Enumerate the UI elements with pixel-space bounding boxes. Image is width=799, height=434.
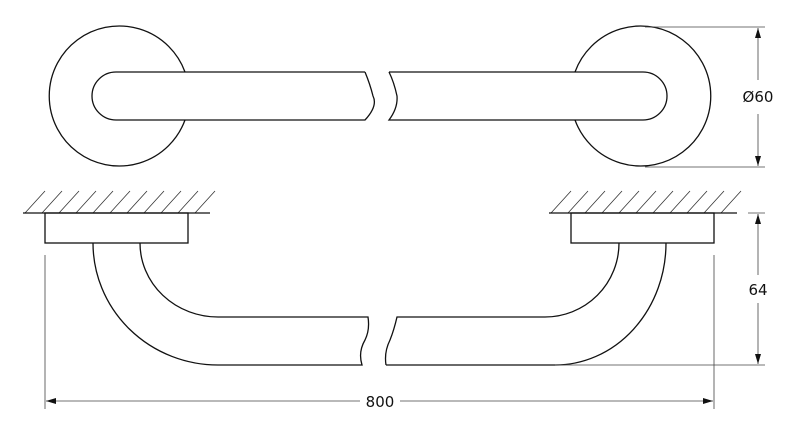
projection-label: 64 [748,281,767,299]
hatch-line [584,190,606,214]
diameter-label: Ø60 [743,88,774,106]
left-pipe-bend [92,242,370,366]
hatch-line [143,190,165,214]
left-bar-segment [91,71,376,121]
hatch-line [58,190,80,214]
hatch-line [703,190,725,214]
projection-dimension: 64 [555,212,768,366]
hatch-line [126,190,148,214]
hatch-line [652,190,674,214]
hatch-line [41,190,63,214]
hatch-line [92,190,114,214]
hatch-line [177,190,199,214]
hatch-line [618,190,640,214]
left-mount-plate [44,212,189,244]
hatch-line [550,190,572,214]
hatch-line [635,190,657,214]
right-pipe-bend [384,242,667,366]
left-wall-hatch [24,190,216,214]
hatch-line [109,190,131,214]
hatch-line [75,190,97,214]
hatch-line [669,190,691,214]
length-label: 800 [366,393,395,411]
right-bar-segment [387,71,668,121]
hatch-line [686,190,708,214]
hatch-line [567,190,589,214]
right-wall-hatch [550,190,742,214]
top-view [48,25,712,167]
hatch-line [720,190,742,214]
right-mount-plate [570,212,715,244]
hatch-line [194,190,216,214]
length-dimension: 800 [44,255,715,411]
hatch-line [24,190,46,214]
left-flange-circle [48,25,186,167]
right-flange-circle [574,25,712,167]
hatch-line [601,190,623,214]
hatch-line [160,190,182,214]
side-view [23,190,742,366]
diameter-dimension: Ø60 [645,26,774,168]
